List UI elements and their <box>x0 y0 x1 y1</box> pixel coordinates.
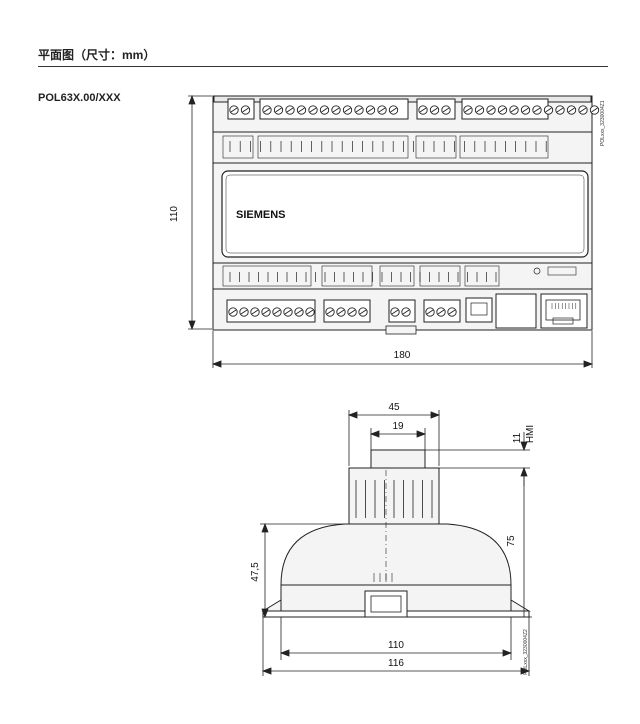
lower-terminal-block-1 <box>226 299 316 323</box>
total-width-dimension <box>261 617 531 676</box>
status-led <box>533 267 541 275</box>
height-dim-label: 110 <box>169 206 180 222</box>
base-width-dim-label: 110 <box>388 640 404 651</box>
body-height-dim-label: 47,5 <box>250 562 261 582</box>
usb-port <box>465 297 493 323</box>
inner-width-dimension <box>369 428 427 450</box>
hmi-height-dim-label: 11 <box>512 432 523 443</box>
model-number: POL63X.00/XXX <box>38 92 121 104</box>
hmi-label: HMI <box>525 425 536 443</box>
body-height-dimension <box>260 522 345 619</box>
total-height-dimension <box>520 472 532 618</box>
side-view-drawing <box>261 449 531 618</box>
brand-label: SIEMENS <box>236 209 286 221</box>
side-drawing-code: POLxxx_3230004Z2 <box>523 629 529 675</box>
lower-terminal-block-2 <box>323 299 371 323</box>
heading-divider <box>38 66 608 67</box>
inner-width-dim-label: 19 <box>392 421 404 432</box>
display-window <box>221 170 589 258</box>
width-dimension <box>211 331 594 368</box>
top-width-dimension <box>347 410 441 466</box>
total-height-dim-label: 75 <box>506 535 517 547</box>
top-width-dim-label: 45 <box>388 402 400 413</box>
width-dim-label: 180 <box>394 350 411 361</box>
front-drawing-code: POLxxx_3230004Z1 <box>600 100 606 146</box>
blank-port <box>495 293 537 329</box>
height-dimension <box>188 94 212 331</box>
page-heading: 平面图（尺寸：mm） <box>38 48 156 62</box>
base-width-dimension <box>279 617 513 660</box>
total-width-dim-label: 116 <box>388 658 404 669</box>
